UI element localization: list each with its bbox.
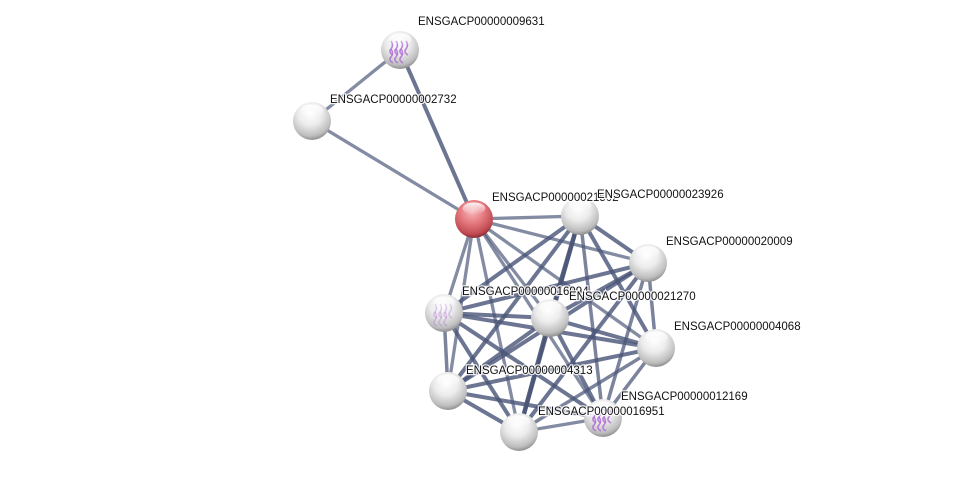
- node-label-ENSGACP00000021502: ENSGACP00000021502: [492, 192, 619, 204]
- node-highlight: [568, 199, 592, 212]
- edge-ENSGACP00000016994-ENSGACP00000016951[interactable]: [442, 311, 521, 434]
- node-label-ENSGACP00000020009: ENSGACP00000020009: [666, 236, 793, 248]
- node-ENSGACP00000004313[interactable]: [429, 372, 467, 410]
- node-highlight: [462, 202, 486, 215]
- node-label-ENSGACP00000009631: ENSGACP00000009631: [418, 16, 545, 28]
- node-highlight: [538, 301, 562, 314]
- edge-ENSGACP00000023926-ENSGACP00000004313[interactable]: [446, 214, 582, 393]
- node-ENSGACP00000002732[interactable]: [293, 102, 331, 140]
- node-highlight: [436, 374, 460, 387]
- edge-ENSGACP00000004313-ENSGACP00000012169[interactable]: [447, 389, 604, 420]
- edge-ENSGACP00000020009-ENSGACP00000016951[interactable]: [517, 261, 650, 434]
- node-label-ENSGACP00000004313: ENSGACP00000004313: [466, 365, 593, 377]
- node-highlight: [432, 296, 456, 309]
- edge-ENSGACP00000021502-ENSGACP00000021270[interactable]: [472, 217, 552, 320]
- node-layer: [293, 31, 675, 451]
- edge-ENSGACP00000004068-ENSGACP00000016951[interactable]: [518, 346, 657, 434]
- node-ENSGACP00000009631[interactable]: [381, 31, 419, 69]
- node-ENSGACP00000021270[interactable]: [531, 299, 569, 337]
- node-label-ENSGACP00000023926: ENSGACP00000023926: [597, 189, 724, 201]
- node-highlight: [507, 415, 531, 428]
- edge-ENSGACP00000002732-ENSGACP00000021502[interactable]: [311, 119, 475, 221]
- node-ENSGACP00000023926[interactable]: [561, 197, 599, 235]
- node-label-ENSGACP00000016994: ENSGACP00000016994: [462, 286, 589, 298]
- edge-ENSGACP00000004068-ENSGACP00000004313[interactable]: [447, 346, 657, 393]
- node-highlight: [388, 33, 412, 46]
- node-highlight: [636, 246, 660, 259]
- node-ENSGACP00000012169[interactable]: [584, 399, 622, 437]
- node-ENSGACP00000016994[interactable]: [425, 294, 463, 332]
- node-ENSGACP00000016951[interactable]: [500, 413, 538, 451]
- edge-ENSGACP00000023926-ENSGACP00000016994[interactable]: [442, 214, 582, 315]
- node-label-ENSGACP00000012169: ENSGACP00000012169: [621, 391, 748, 403]
- node-label-ENSGACP00000016951: ENSGACP00000016951: [538, 406, 665, 418]
- node-highlight: [591, 401, 615, 414]
- node-highlight: [644, 331, 668, 344]
- node-label-ENSGACP00000004068: ENSGACP00000004068: [674, 321, 801, 333]
- node-ENSGACP00000004068[interactable]: [637, 329, 675, 367]
- node-label-ENSGACP00000021270: ENSGACP00000021270: [569, 291, 696, 303]
- node-highlight: [300, 104, 324, 117]
- node-ENSGACP00000021502[interactable]: [455, 200, 493, 238]
- edge-ENSGACP00000016994-ENSGACP00000012169[interactable]: [442, 311, 605, 420]
- label-layer: ENSGACP00000009631ENSGACP00000002732ENSG…: [329, 15, 802, 420]
- edge-ENSGACP00000020009-ENSGACP00000016994[interactable]: [443, 261, 649, 315]
- edge-ENSGACP00000021270-ENSGACP00000004313[interactable]: [446, 316, 552, 393]
- node-label-ENSGACP00000002732: ENSGACP00000002732: [330, 94, 457, 106]
- node-ENSGACP00000020009[interactable]: [629, 244, 667, 282]
- edge-ENSGACP00000009631-ENSGACP00000021502[interactable]: [398, 49, 476, 220]
